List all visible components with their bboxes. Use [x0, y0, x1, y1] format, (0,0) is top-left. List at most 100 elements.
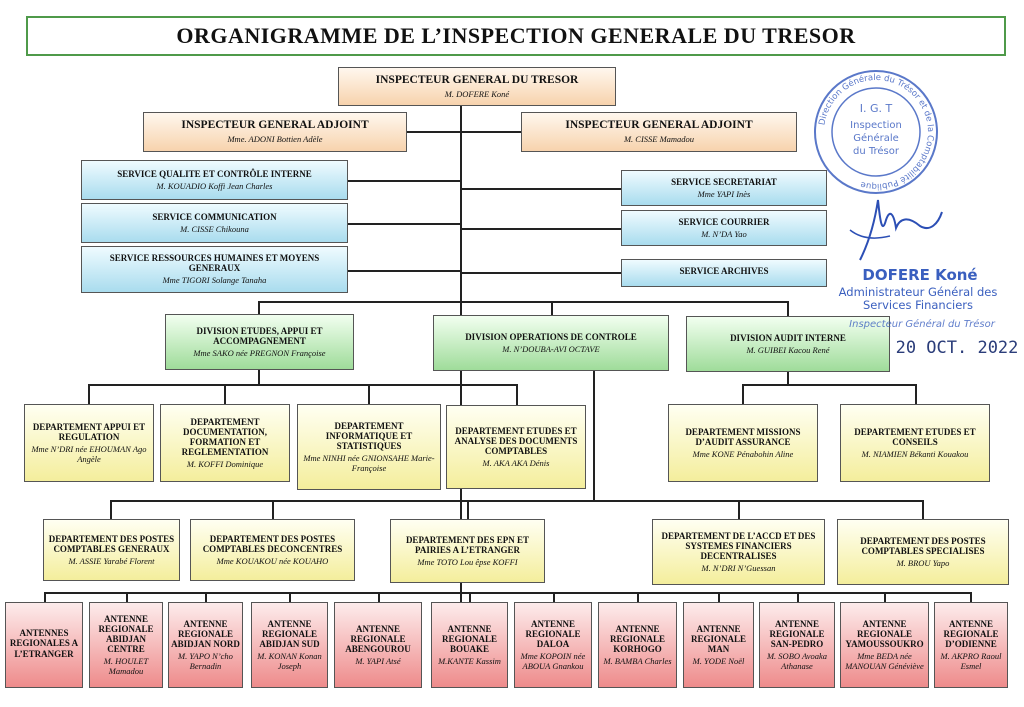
connector-line: [460, 228, 621, 230]
connector-line: [348, 270, 460, 272]
box-title: ANTENNE REGIONALE BOUAKE: [441, 623, 497, 654]
box-holder-name: Mme KONE Pénabohin Aline: [692, 448, 794, 459]
signatory-name: DOFERE Koné: [862, 266, 978, 284]
box-holder-name: M. KOUADIO Koffi Jean Charles: [156, 180, 273, 191]
handwritten-signature: [849, 199, 943, 261]
connector-line: [258, 301, 788, 303]
box-holder-name: M. AKA AKA Dénis: [482, 457, 550, 468]
box-title: DEPARTEMENT DE L’ACCD ET DES SYSTEMES FI…: [661, 530, 816, 561]
departments-row2-box-4: DEPARTEMENT DE L’ACCD ET DES SYSTEMES FI…: [652, 519, 825, 585]
box-holder-name: M. KONAN Konan Joseph: [257, 651, 322, 671]
box-title: INSPECTEUR GENERAL ADJOINT: [181, 119, 369, 132]
box-title: SERVICE ARCHIVES: [679, 266, 769, 277]
box-holder-name: M. YAPI Atsé: [355, 655, 401, 666]
services-left-box-3: SERVICE RESSOURCES HUMAINES ET MOYENS GE…: [81, 246, 348, 293]
box-title: ANTENNES REGIONALES A L’ETRANGER: [9, 628, 79, 659]
box-holder-name: M. GUIBEI Kacou René: [746, 344, 830, 355]
box-holder-name: M. KOFFI Dominique: [186, 458, 264, 469]
departments-row2-box-5: DEPARTEMENT DES POSTES COMPTABLES SPECIA…: [837, 519, 1009, 585]
page-title: ORGANIGRAMME DE L’INSPECTION GENERALE DU…: [176, 23, 856, 48]
box-title: SERVICE RESSOURCES HUMAINES ET MOYENS GE…: [109, 253, 320, 274]
deputies-box-2: INSPECTEUR GENERAL ADJOINT M. CISSE Mamad…: [521, 112, 797, 152]
connector-line: [516, 384, 518, 405]
box-title: INSPECTEUR GENERAL DU TRESOR: [375, 73, 579, 86]
box-holder-name: Mme KOUAKOU née KOUAHO: [216, 555, 329, 566]
connector-line: [258, 301, 260, 314]
connector-line: [126, 592, 128, 602]
box-title: DEPARTEMENT MISSIONS D’AUDIT ASSURANCE: [685, 426, 801, 447]
connector-line: [88, 384, 516, 386]
box-holder-name: Mme KOPOIN née ABOUA Gnankou: [520, 651, 586, 671]
box-title: DEPARTEMENT APPUI ET REGULATION: [32, 421, 146, 442]
box-holder-name: M. CISSE Mamadou: [623, 134, 695, 145]
connector-line: [787, 301, 789, 316]
box-title: SERVICE COURRIER: [678, 216, 770, 227]
connector-line: [467, 500, 469, 519]
box-holder-name: M.KANTE Kassim: [438, 655, 501, 666]
box-holder-name: Mme NINHI née GNIONSAHE Marie-Françoise: [303, 453, 435, 473]
connector-line: [348, 180, 460, 182]
box-title: DIVISION OPERATIONS DE CONTROLE: [465, 331, 637, 342]
connector-line: [742, 384, 915, 386]
box-title: DIVISION AUDIT INTERNE: [730, 332, 846, 343]
box-holder-name: Mme N’DRI née EHOUMAN Ago Angèle: [31, 444, 147, 464]
stamp-line-3: Générale: [853, 132, 899, 144]
box-title: DEPARTEMENT ETUDES ET CONSEILS: [854, 426, 976, 447]
box-title: DEPARTEMENT DOCUMENTATION, FORMATION ET …: [181, 416, 269, 457]
connector-line: [407, 131, 521, 133]
stamp-date: 20 OCT. 2022: [895, 338, 1019, 358]
connector-line: [915, 384, 917, 404]
departments-row1-box-2: DEPARTEMENT DOCUMENTATION, FORMATION ET …: [160, 404, 290, 482]
connector-line: [797, 592, 799, 602]
connector-line: [368, 384, 370, 404]
connector-line: [110, 500, 923, 502]
box-holder-name: Mme YAPI Inès: [697, 188, 751, 199]
stamp-line-2: Inspection: [850, 120, 902, 131]
official-stamp: Direction Générale du Trésor et de la Co…: [814, 70, 938, 194]
box-title: ANTENNE REGIONALE D’ODIENNE: [943, 618, 999, 650]
antennas-box-1: ANTENNES REGIONALES A L’ETRANGER: [5, 602, 83, 688]
box-holder-name: M. BAMBA Charles: [603, 655, 672, 666]
connector-line: [922, 500, 924, 519]
box-holder-name: Mme TOTO Lou êpse KOFFI: [417, 556, 518, 567]
connector-line: [348, 223, 460, 225]
box-holder-name: M. YAPO N’cho Bernadin: [178, 651, 233, 671]
departments-row2-box-2: DEPARTEMENT DES POSTES COMPTABLES DECONC…: [190, 519, 355, 581]
connector-line: [553, 592, 555, 602]
connector-line: [637, 592, 639, 602]
box-title: ANTENNE REGIONALE DALOA: [525, 618, 581, 650]
box-title: INSPECTEUR GENERAL ADJOINT: [565, 119, 753, 132]
box-holder-name: Mme BEDA née MANOUAN Généviève: [845, 651, 924, 671]
box-title: ANTENNE REGIONALE YAMOUSSOUKRO: [845, 618, 924, 650]
connector-line: [593, 371, 595, 500]
box-title: DEPARTEMENT DES POSTES COMPTABLES DECONC…: [202, 533, 343, 554]
connector-line: [378, 592, 380, 602]
page-title-frame: ORGANIGRAMME DE L’INSPECTION GENERALE DU…: [26, 16, 1006, 56]
connector-line: [205, 592, 207, 602]
box-title: DEPARTEMENT DES POSTES COMPTABLES SPECIA…: [860, 535, 986, 556]
divisions-box-1: DIVISION ETUDES, APPUI ET ACCOMPAGNEMENT…: [165, 314, 354, 370]
departments-row2-box-1: DEPARTEMENT DES POSTES COMPTABLES GENERA…: [43, 519, 180, 581]
connector-line: [88, 384, 90, 404]
box-holder-name: M. ASSIE Yarabé Florent: [68, 555, 155, 566]
connector-line: [551, 301, 553, 315]
stamp-line-1: I. G. T: [860, 102, 893, 115]
connector-line: [718, 592, 720, 602]
connector-line: [970, 592, 972, 602]
connector-line: [44, 592, 971, 594]
box-title: ANTENNE REGIONALE SAN-PEDRO: [769, 618, 825, 650]
connector-line: [742, 384, 744, 404]
